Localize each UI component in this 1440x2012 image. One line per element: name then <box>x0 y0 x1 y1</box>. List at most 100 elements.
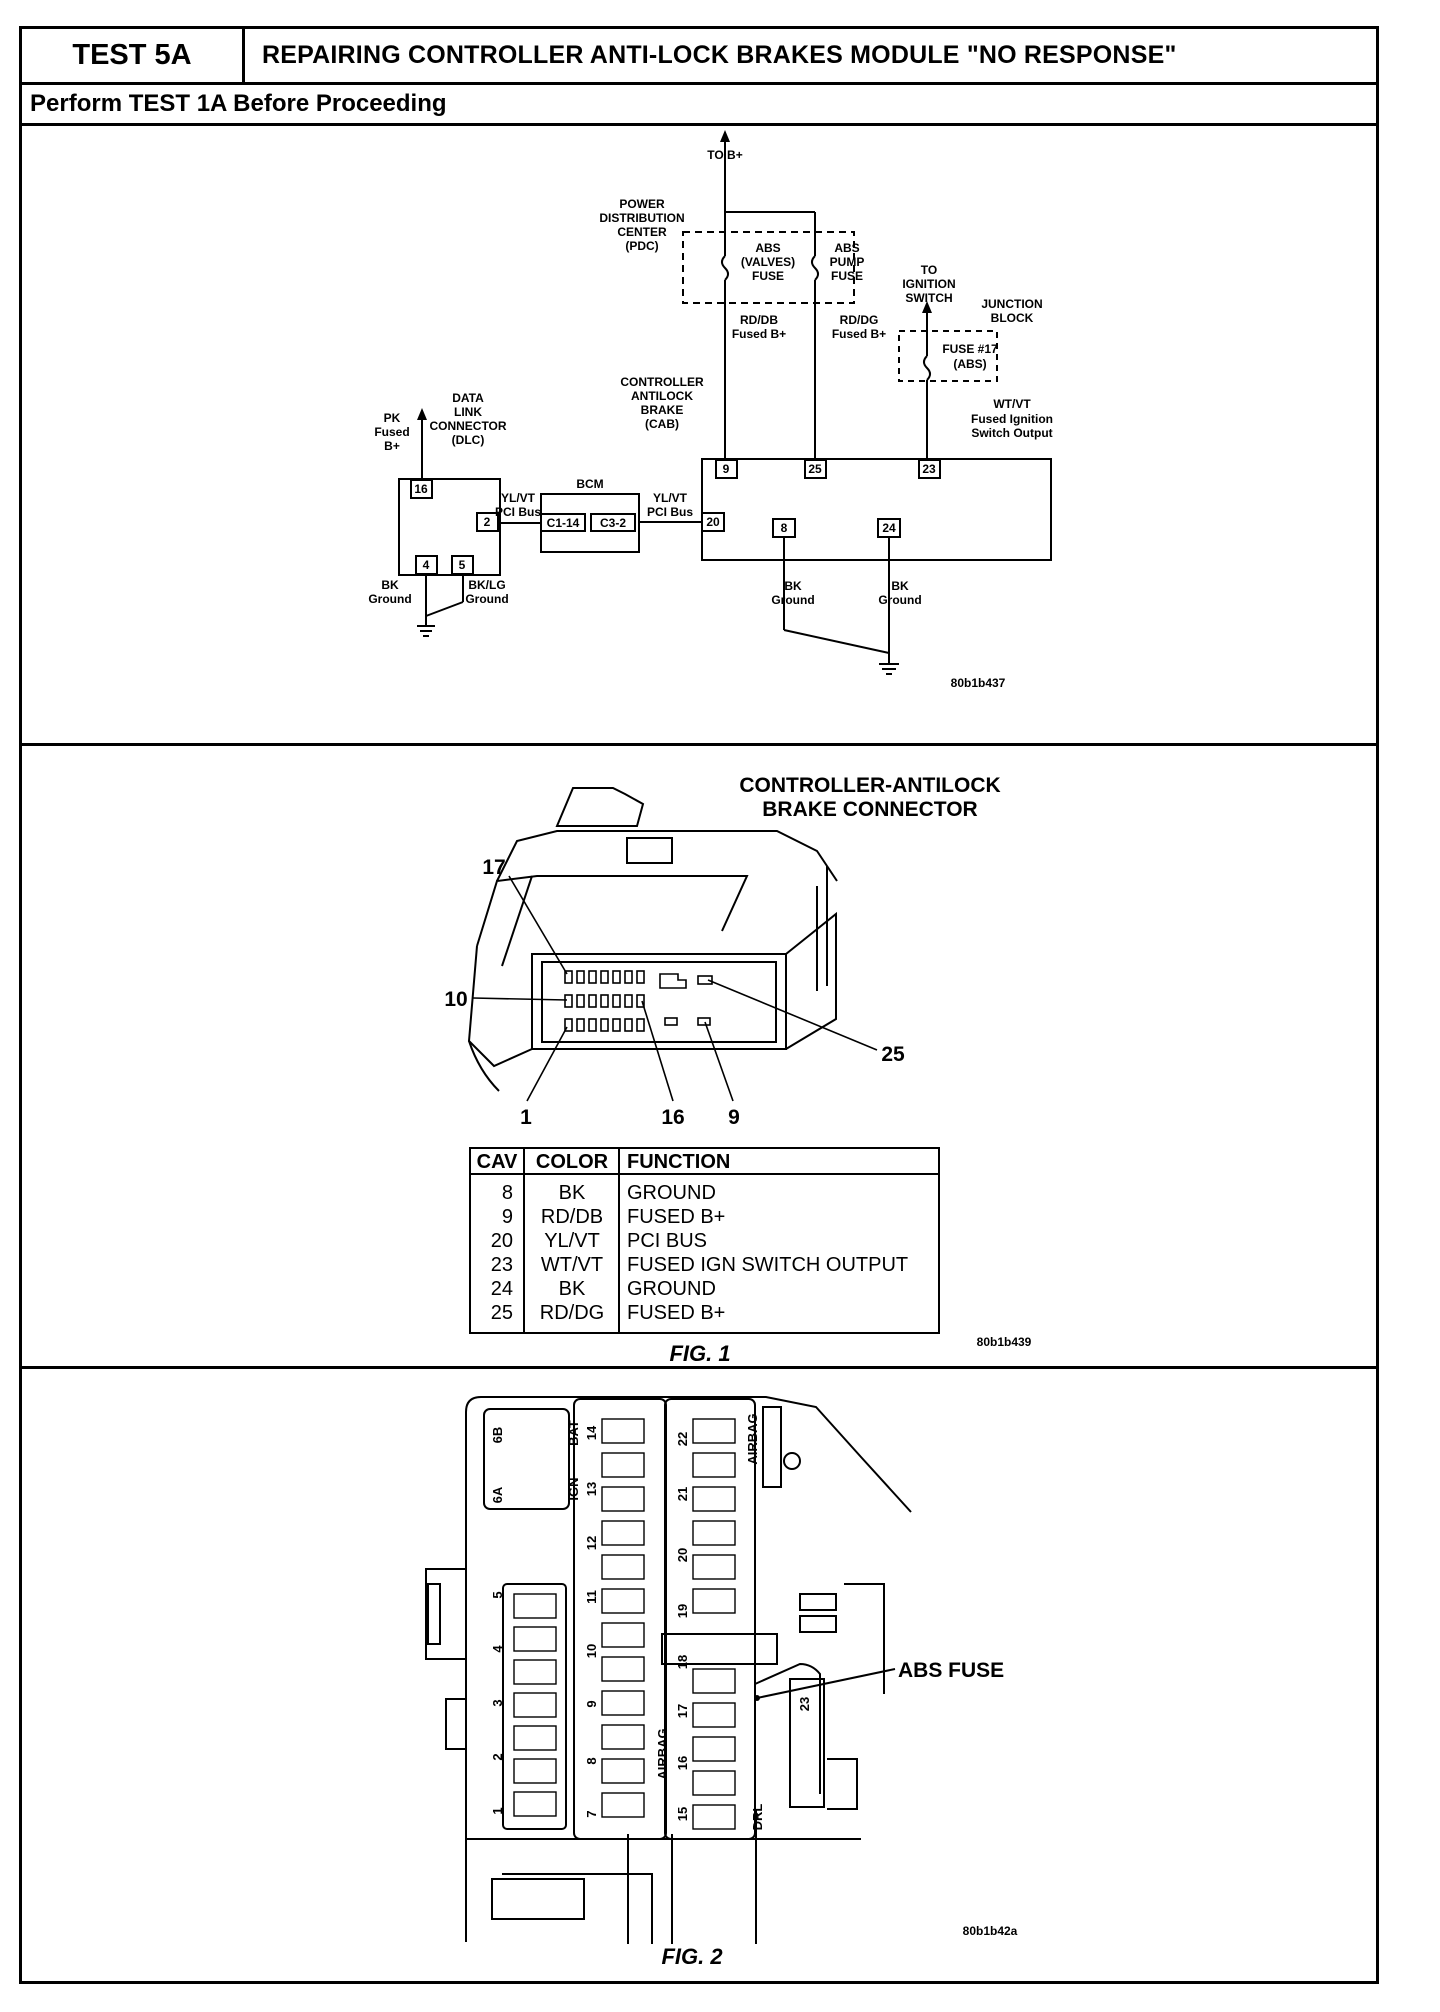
pk-label-1: Fused <box>374 425 409 439</box>
tag-airbag-bottom: AIRBAG <box>655 1728 670 1779</box>
cab-pin-24: 24 <box>882 521 896 535</box>
tag-drl: DRL <box>750 1804 765 1831</box>
cell-cav: 20 <box>491 1230 513 1252</box>
gnd-bklg-0: BK/LG <box>468 578 505 592</box>
cell-cav: 9 <box>502 1206 513 1228</box>
wire-rd-db-0: RD/DB <box>740 313 778 327</box>
table-row: 24 BK GROUND <box>491 1278 716 1300</box>
abs-pump-fuse-2: FUSE <box>831 269 863 283</box>
dlc-pin-4: 4 <box>423 558 430 572</box>
cell-function: FUSED IGN SWITCH OUTPUT <box>627 1254 908 1276</box>
wire-rd-db-1: Fused B+ <box>732 327 786 341</box>
cab-gnd1-1: Ground <box>771 593 814 607</box>
cab-gnd2-1: Ground <box>878 593 921 607</box>
wiring-schematic: TO B+ POWER DISTRIBUTION CENTER (PDC) AB… <box>368 130 1053 690</box>
fuse-num-17: 17 <box>675 1704 690 1718</box>
fuse17-0: FUSE #17 <box>942 342 998 356</box>
cell-cav: 23 <box>491 1254 513 1276</box>
fuse-num-11: 11 <box>584 1590 599 1604</box>
dlc-pin-16: 16 <box>414 482 428 496</box>
fuse-num-1: 1 <box>490 1807 505 1814</box>
tag-bat: BAT <box>566 1420 581 1446</box>
pci-left-0: YL/VT <box>501 491 536 505</box>
fuse-num-20: 20 <box>675 1548 690 1562</box>
abs-pump-fuse-1: PUMP <box>830 255 865 269</box>
fuse-num-8: 8 <box>584 1757 599 1764</box>
col-header-function: FUNCTION <box>627 1151 730 1173</box>
fuse-num-6b: 6B <box>490 1427 505 1444</box>
fuse-num-9: 9 <box>584 1700 599 1707</box>
wire-rd-dg-0: RD/DG <box>840 313 879 327</box>
cell-color: RD/DB <box>541 1206 603 1228</box>
fuse-num-2: 2 <box>490 1753 505 1760</box>
fuse-num-5: 5 <box>490 1591 505 1598</box>
pci-left-1: PCI Bus <box>495 505 541 519</box>
fig1-caption: FIG. 1 <box>669 1341 730 1366</box>
bcm-pin-0: C1-14 <box>547 516 580 530</box>
abs-pump-fuse-0: ABS <box>834 241 859 255</box>
callout-1: 1 <box>520 1106 532 1129</box>
callout-17: 17 <box>482 856 505 879</box>
pdc-label-1: DISTRIBUTION <box>599 211 684 225</box>
dlc-label-2: CONNECTOR <box>429 419 506 433</box>
fuseblock-panel: ABS FUSE 1 2 3 4 5 6A 6B 7 8 9 10 11 12 … <box>22 1369 1376 1981</box>
pdc-label-0: POWER <box>619 197 665 211</box>
fuse-num-15: 15 <box>675 1807 690 1821</box>
wire-wt-vt-2: Switch Output <box>971 426 1052 440</box>
fuse-num-3: 3 <box>490 1699 505 1706</box>
table-row: 23 WT/VT FUSED IGN SWITCH OUTPUT <box>491 1254 908 1276</box>
cab-pin-23: 23 <box>922 462 936 476</box>
junction-block-1: BLOCK <box>991 311 1034 325</box>
wire-wt-vt-0: WT/VT <box>993 397 1031 411</box>
cab-pin-25: 25 <box>808 462 822 476</box>
cab-label-2: BRAKE <box>641 403 684 417</box>
to-b-plus-label: TO B+ <box>707 148 742 162</box>
cab-label-1: ANTILOCK <box>631 389 693 403</box>
fuse-num-14: 14 <box>584 1425 599 1440</box>
callout-16: 16 <box>661 1106 684 1129</box>
cell-cav: 25 <box>491 1302 513 1324</box>
fuse-num-7: 7 <box>584 1810 599 1817</box>
callout-25: 25 <box>881 1043 905 1066</box>
table-row: 20 YL/VT PCI BUS <box>491 1230 707 1252</box>
cell-function: PCI BUS <box>627 1230 707 1252</box>
dlc-pin-5: 5 <box>459 558 466 572</box>
dlc-label-3: (DLC) <box>452 433 485 447</box>
fuse-num-21: 21 <box>675 1487 690 1501</box>
schematic-ref: 80b1b437 <box>951 676 1006 690</box>
test-title: REPAIRING CONTROLLER ANTI-LOCK BRAKES MO… <box>262 41 1177 69</box>
pdc-label-2: CENTER <box>617 225 667 239</box>
fuse-num-18: 18 <box>675 1655 690 1669</box>
bcm-pin-1: C3-2 <box>600 516 626 530</box>
fuseblock-outline <box>425 1396 912 1944</box>
dlc-label-0: DATA <box>452 391 484 405</box>
prerequisite-note: Perform TEST 1A Before Proceeding <box>22 85 1376 126</box>
cab-pin-20: 20 <box>706 515 720 529</box>
connector-panel: CONTROLLER-ANTILOCK BRAKE CONNECTOR <box>22 746 1376 1369</box>
cell-function: FUSED B+ <box>627 1206 725 1228</box>
page-frame: TEST 5A REPAIRING CONTROLLER ANTI-LOCK B… <box>19 26 1379 1984</box>
table-row: 9 RD/DB FUSED B+ <box>502 1206 725 1228</box>
fuse-num-4: 4 <box>490 1645 505 1653</box>
connector-title-1: BRAKE CONNECTOR <box>762 798 977 821</box>
cab-gnd1-0: BK <box>784 579 802 593</box>
cavity-table: CAV COLOR FUNCTION 8 BK GROUND 9 RD/DB F… <box>469 1147 940 1334</box>
to-ignition-2: SWITCH <box>905 291 952 305</box>
cab-label-0: CONTROLLER <box>620 375 704 389</box>
pk-label-0: PK <box>384 411 401 425</box>
connector-title-0: CONTROLLER-ANTILOCK <box>739 774 1000 797</box>
callout-9: 9 <box>728 1106 740 1129</box>
fuse-num-12: 12 <box>584 1536 599 1550</box>
junction-block-0: JUNCTION <box>981 297 1042 311</box>
abs-fuse-dot <box>754 1695 760 1701</box>
cell-cav: 24 <box>491 1278 513 1300</box>
cell-color: YL/VT <box>544 1230 600 1252</box>
bcm-label: BCM <box>576 477 603 491</box>
cab-label-3: (CAB) <box>645 417 679 431</box>
dlc-pin-2: 2 <box>484 515 491 529</box>
cell-color: BK <box>559 1182 586 1204</box>
abs-fuse-leader <box>756 1668 896 1699</box>
fuse-num-13: 13 <box>584 1482 599 1496</box>
header-row: TEST 5A REPAIRING CONTROLLER ANTI-LOCK B… <box>22 29 1376 85</box>
wire-wt-vt-1: Fused Ignition <box>971 412 1053 426</box>
